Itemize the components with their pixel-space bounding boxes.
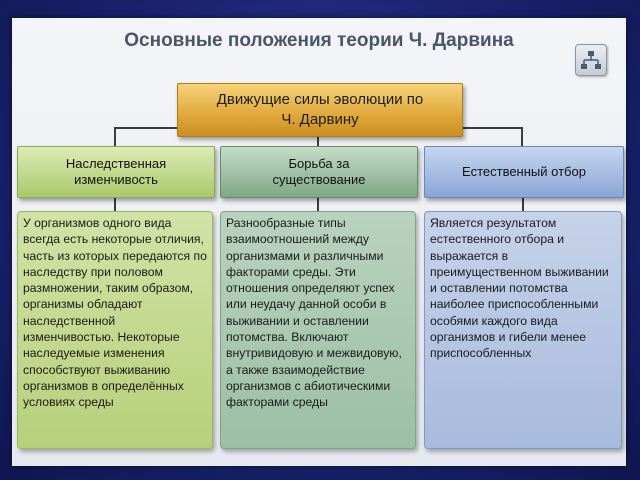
heading-selection-line-1: Естественный отбор xyxy=(462,164,586,179)
heading-struggle-line-1: Борьба за xyxy=(288,156,350,171)
body-heredity: У организмов одного вида всегда есть нек… xyxy=(17,211,213,449)
evolution-drivers-box: Движущие силы эволюции по Ч. Дарвину xyxy=(177,83,463,137)
hierarchy-icon[interactable] xyxy=(575,44,607,76)
center-line-2: Ч. Дарвину xyxy=(281,111,359,128)
center-line-1: Движущие силы эволюции по xyxy=(216,91,424,108)
body-selection: Является результатом естественного отбор… xyxy=(424,211,622,449)
slide: Основные положения теории Ч. Дарвина Дви… xyxy=(12,18,626,466)
heading-heredity-line-1: Наследственная xyxy=(65,156,167,171)
body-struggle: Разнообразные типы взаимоотношений между… xyxy=(220,211,416,449)
heading-struggle: Борьба за существование xyxy=(220,146,418,198)
heading-selection: Естественный отбор xyxy=(424,146,624,198)
page-title: Основные положения теории Ч. Дарвина xyxy=(124,30,514,51)
connector-lines xyxy=(114,127,524,211)
hierarchy-icon-graphic xyxy=(581,51,601,69)
heading-heredity: Наследственная изменчивость xyxy=(17,146,215,198)
heading-struggle-line-2: существование xyxy=(272,172,366,187)
heading-heredity-line-2: изменчивость xyxy=(74,172,158,187)
